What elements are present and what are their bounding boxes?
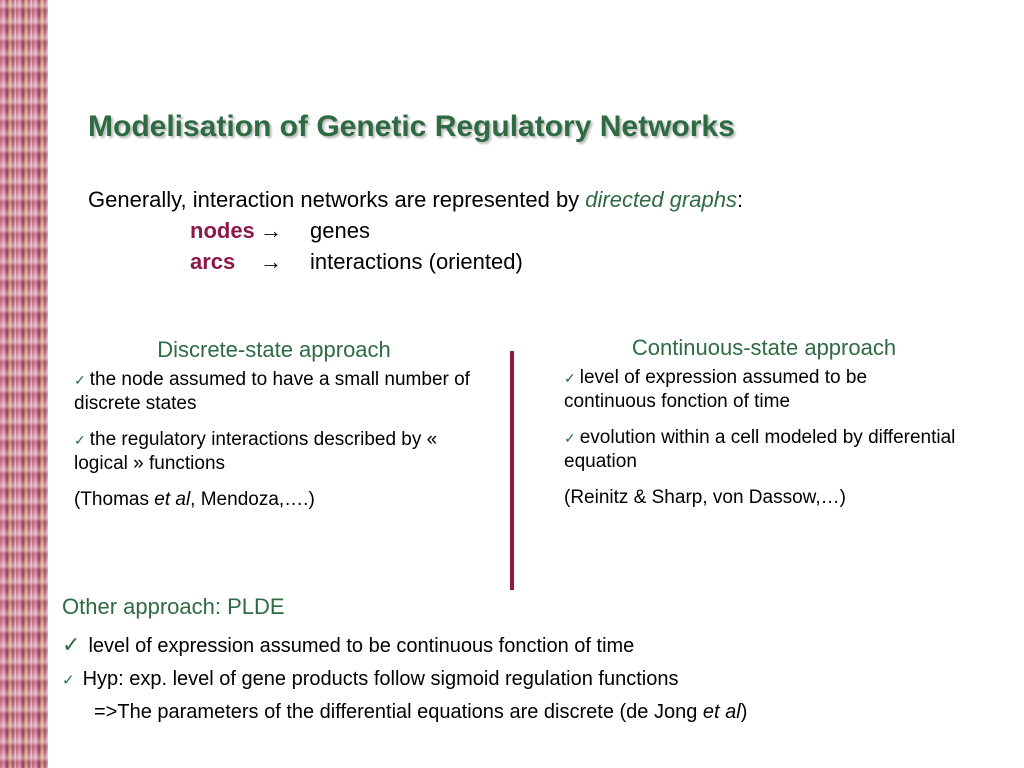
discrete-heading: Discrete-state approach	[157, 337, 391, 362]
discrete-item-text: the node assumed to have a small number …	[74, 369, 470, 414]
arrow-icon: →	[260, 249, 282, 274]
definition-arcs: interactions (oriented)	[310, 249, 523, 274]
ref-italic: et al	[154, 489, 191, 510]
continuous-heading: Continuous-state approach	[631, 335, 897, 360]
intro-sentence: Generally, interaction networks are repr…	[88, 184, 743, 215]
definition-nodes: genes	[310, 218, 370, 243]
other-item-text: level of expression assumed to be contin…	[88, 635, 635, 657]
other-heading: Other approach: PLDE	[62, 594, 285, 619]
check-icon: ✓	[74, 432, 86, 448]
ref-text: , Mendoza,….)	[190, 489, 315, 510]
consequence-text: )	[740, 701, 748, 723]
continuous-item: ✓level of expression assumed to be conti…	[564, 366, 964, 414]
slide-title: Modelisation of Genetic Regulatory Netwo…	[88, 110, 735, 143]
ref-text: (Thomas	[74, 489, 155, 510]
other-consequence: =>The parameters of the differential equ…	[62, 701, 747, 724]
vertical-divider	[510, 351, 514, 590]
check-icon: ✓	[62, 672, 75, 689]
decorative-side-strip	[0, 0, 48, 768]
discrete-item: ✓the regulatory interactions described b…	[74, 428, 474, 476]
definition-row-nodes: nodes → genes	[88, 215, 743, 246]
discrete-item: ✓the node assumed to have a small number…	[74, 368, 474, 416]
discrete-references: (Thomas et al, Mendoza,….)	[74, 488, 474, 512]
term-nodes: nodes	[190, 218, 255, 243]
discrete-item-text: the regulatory interactions described by…	[74, 429, 438, 474]
intro-emphasis: directed graphs	[585, 187, 737, 212]
intro-colon: :	[736, 187, 744, 212]
other-item-text: Hyp: exp. level of gene products follow …	[82, 668, 679, 690]
check-icon: ✓	[74, 372, 86, 388]
arrow-icon: →	[260, 218, 282, 243]
check-icon: ✓	[564, 430, 576, 446]
intro-block: Generally, interaction networks are repr…	[88, 184, 743, 277]
continuous-item-text: level of expression assumed to be contin…	[564, 367, 868, 412]
term-arcs: arcs	[190, 249, 236, 274]
discrete-approach-column: Discrete-state approach ✓the node assume…	[74, 338, 474, 524]
consequence-italic: et al	[702, 701, 741, 723]
continuous-references: (Reinitz & Sharp, von Dassow,…)	[564, 487, 846, 508]
continuous-item: ✓evolution within a cell modeled by diff…	[564, 426, 964, 474]
check-icon: ✓	[564, 370, 576, 386]
other-item: ✓ level of expression assumed to be conti…	[62, 632, 747, 658]
definition-row-arcs: arcs → interactions (oriented)	[88, 246, 743, 277]
intro-text: Generally, interaction networks are repr…	[88, 187, 586, 212]
other-item: ✓ Hyp: exp. level of gene products follow…	[62, 668, 747, 691]
check-icon: ✓	[62, 632, 81, 657]
other-approach-block: Other approach: PLDE ✓ level of expressio…	[62, 594, 747, 734]
continuous-item-text: evolution within a cell modeled by diffe…	[564, 427, 956, 472]
continuous-approach-column: Continuous-state approach ✓level of expr…	[564, 336, 964, 522]
consequence-text: =>The parameters of the differential equ…	[94, 701, 703, 723]
